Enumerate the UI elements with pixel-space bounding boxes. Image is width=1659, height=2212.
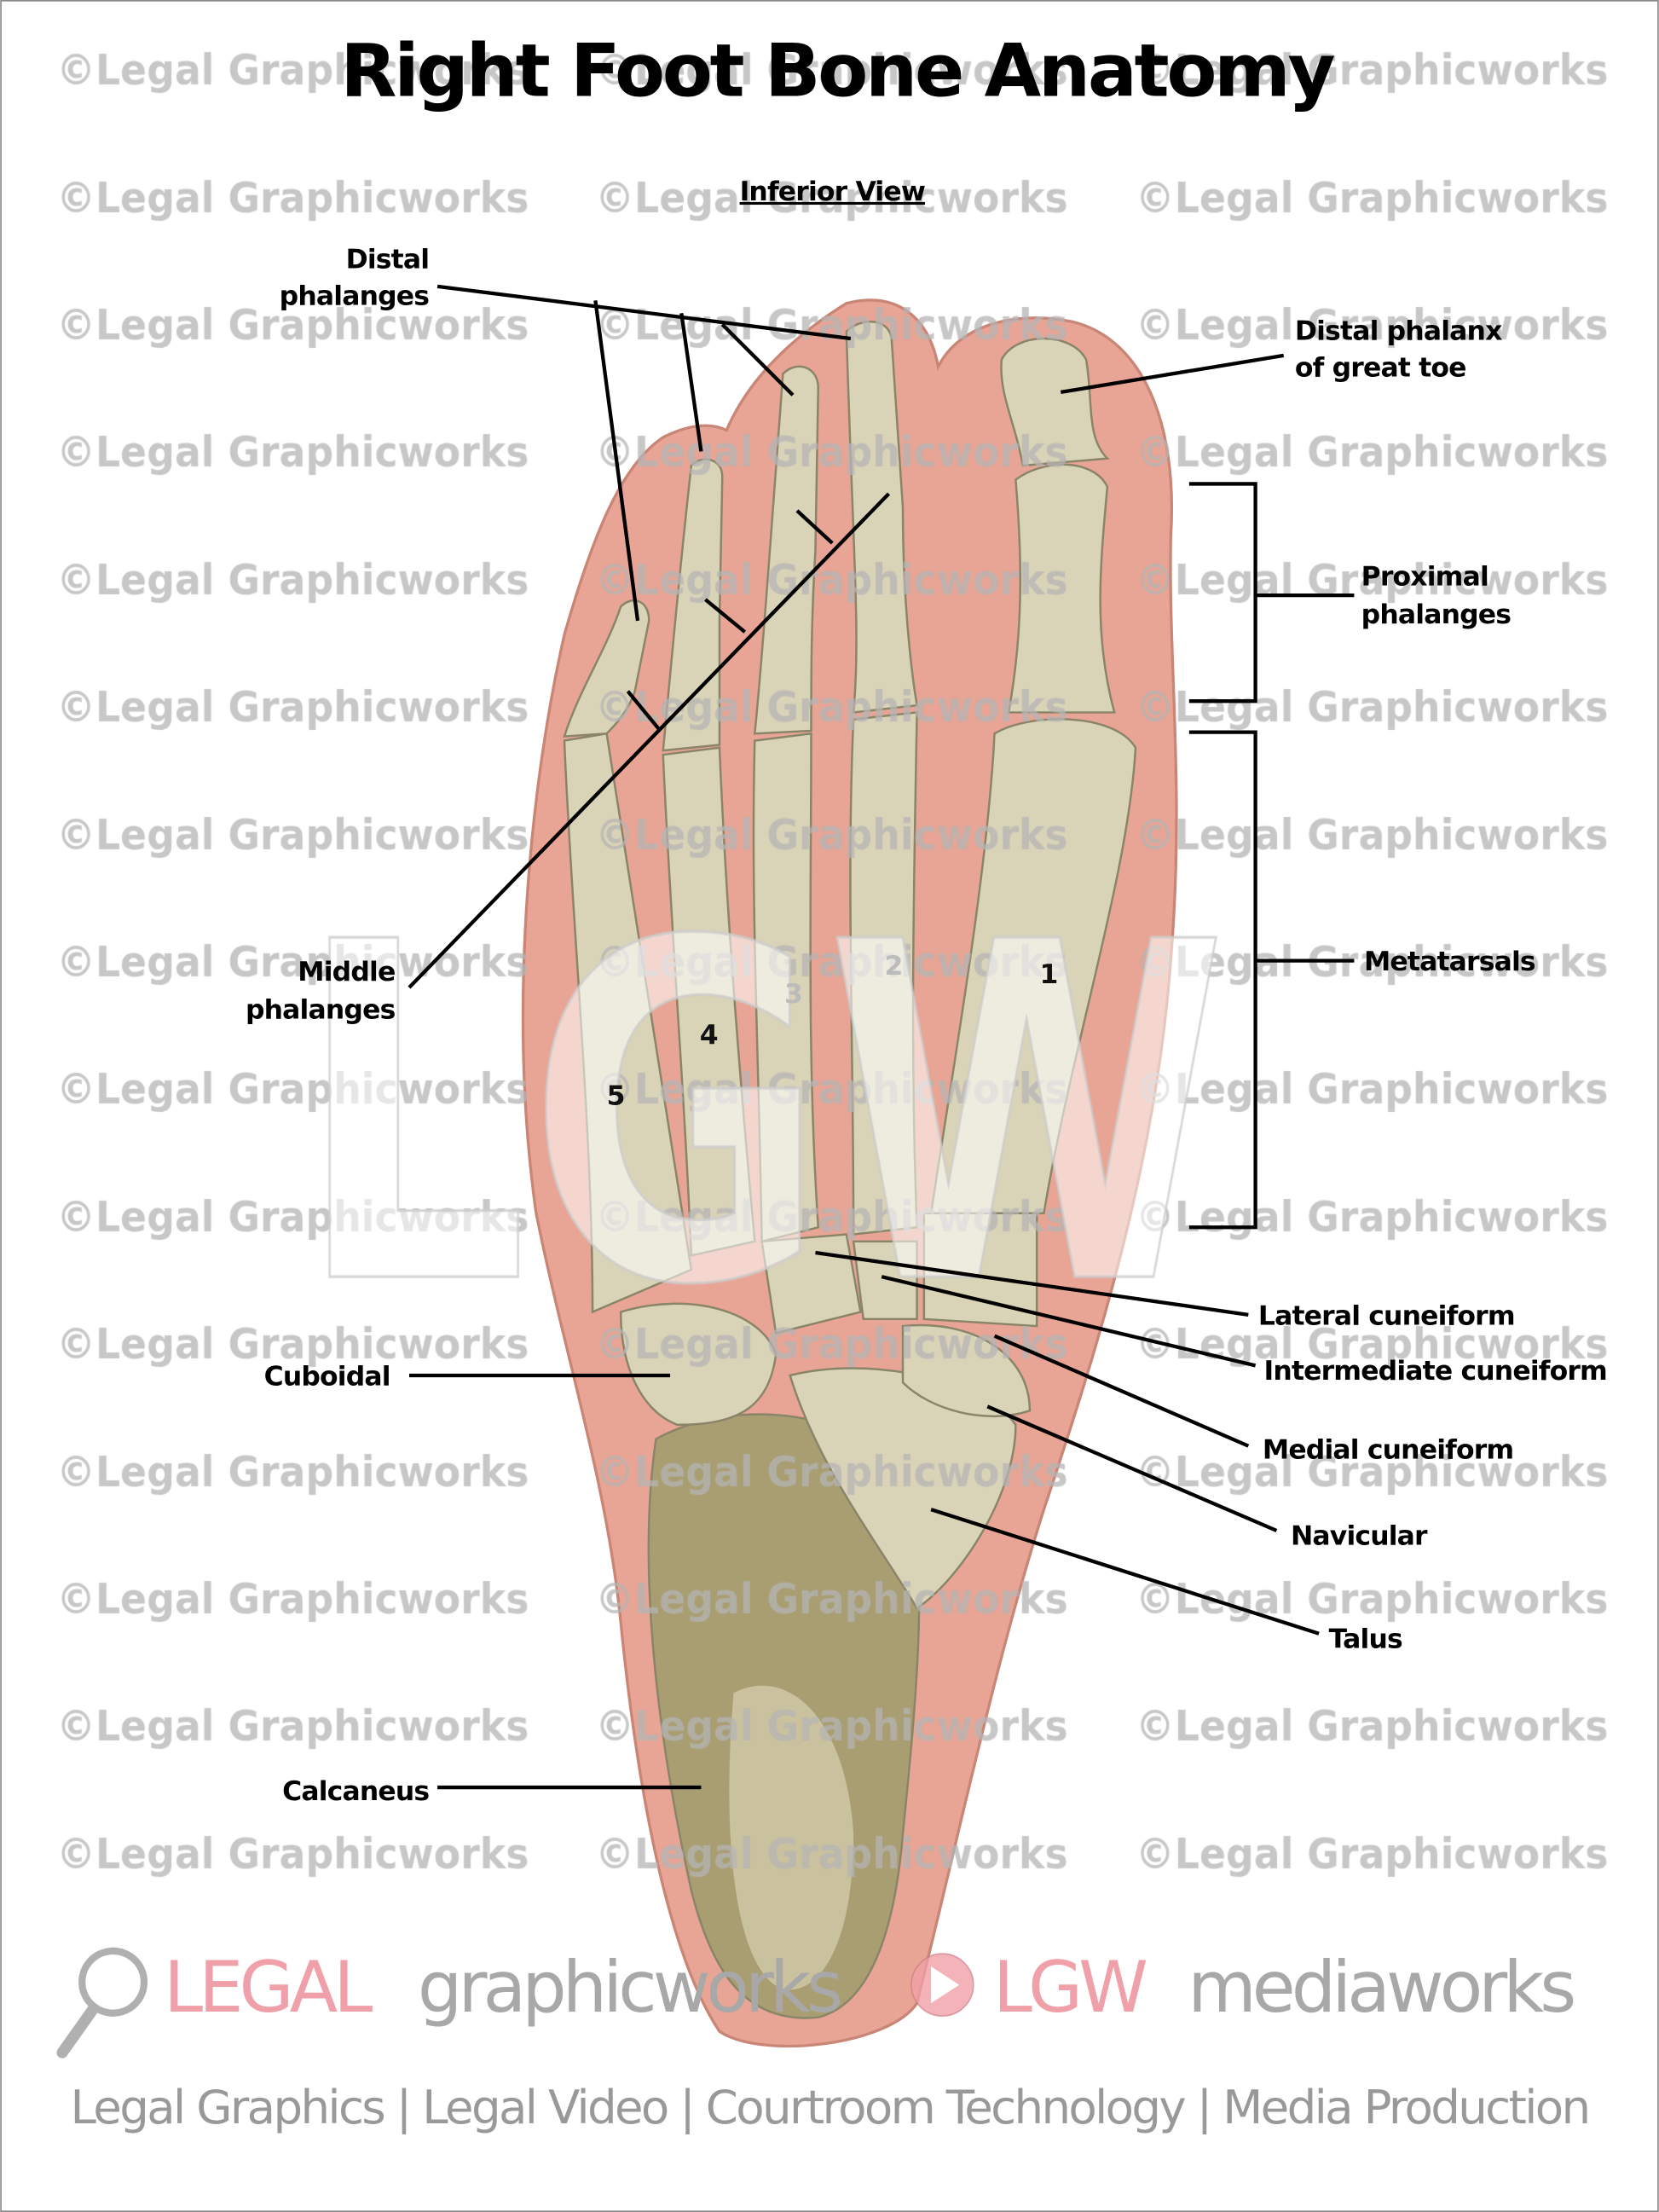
leader-lines: [408, 284, 1355, 1790]
metatarsal-number-1: 1: [1039, 959, 1058, 990]
label-medial-cuneiform: Medial cuneiform: [1263, 1435, 1513, 1466]
label-proximal-phalanges-2: phalanges: [1361, 599, 1512, 630]
brand-mediaworks: mediaworks: [1188, 1946, 1574, 2029]
play-icon: [910, 1953, 974, 2017]
brand-lgw: LGW: [993, 1946, 1147, 2029]
magnifier-icon: [56, 1947, 148, 2059]
label-metatarsals: Metatarsals: [1364, 947, 1535, 977]
label-middle-phalanges-1: Middle: [298, 957, 395, 987]
metatarsal-number-3: 3: [784, 979, 803, 1010]
brand-graphicworks: graphicworks: [418, 1946, 841, 2029]
footer-tagline: Legal Graphics | Legal Video | Courtroom…: [71, 2080, 1589, 2135]
label-proximal-phalanges-1: Proximal: [1361, 562, 1488, 593]
label-calcaneus: Calcaneus: [282, 1776, 429, 1807]
label-middle-phalanges-2: phalanges: [246, 994, 396, 1025]
label-distal-phalanges-2: phalanges: [280, 281, 430, 311]
label-cuboidal: Cuboidal: [264, 1362, 390, 1393]
footer-logo: LEGAL graphicworks LGW mediaworks Legal …: [56, 1946, 1591, 2135]
label-navicular: Navicular: [1291, 1520, 1428, 1551]
brand-legal: LEGAL: [164, 1946, 373, 2029]
label-distal-phalanx-great-toe-1: Distal phalanx: [1295, 316, 1502, 347]
metatarsal-number-4: 4: [700, 1020, 719, 1051]
label-intermediate-cuneiform: Intermediate cuneiform: [1264, 1356, 1607, 1387]
page-title: Right Foot Bone Anatomy: [340, 28, 1334, 113]
view-subtitle: Inferior View: [740, 177, 925, 207]
metatarsal-number-5: 5: [607, 1080, 626, 1111]
label-distal-phalanges-1: Distal: [346, 244, 430, 275]
label-talus: Talus: [1329, 1624, 1402, 1654]
label-lateral-cuneiform: Lateral cuneiform: [1258, 1300, 1515, 1331]
metatarsal-number-2: 2: [885, 951, 904, 982]
label-distal-phalanx-great-toe-2: of great toe: [1295, 353, 1466, 384]
